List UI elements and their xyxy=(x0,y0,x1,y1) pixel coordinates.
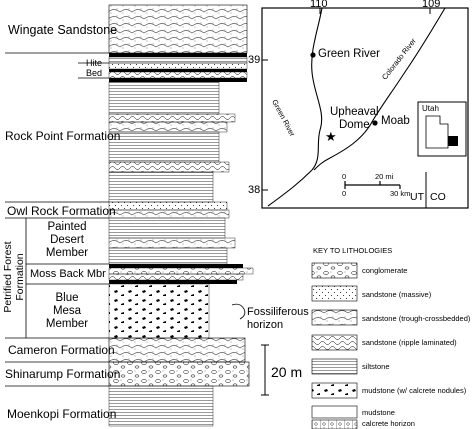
label-petrified-forest: Petrified Forest Formation xyxy=(2,241,26,313)
lon-label-109: 109 xyxy=(422,0,441,10)
scale-mi-20: 20 mi xyxy=(375,172,394,181)
lat-label-38: 38 xyxy=(248,184,261,196)
label-upheaval-dome: Upheaval Dome xyxy=(330,106,379,131)
key-item-label: conglomerate xyxy=(362,266,408,275)
key-item-label: sandstone (trough-crossbedded) xyxy=(362,314,471,323)
key-item-label: sandstone (massive) xyxy=(362,290,432,299)
label-hite-bed: Hite Bed xyxy=(85,58,102,78)
map-ticks xyxy=(262,8,431,191)
scale-bar-20m xyxy=(261,344,269,396)
label-moss-back: Moss Back Mbr xyxy=(30,268,106,280)
label-scale-20m: 20 m xyxy=(271,364,303,380)
label-rock-point: Rock Point Formation xyxy=(5,129,121,143)
label-utah-inset: Utah xyxy=(422,104,439,113)
label-green-river-town: Green River xyxy=(318,48,380,60)
label-painted-desert: Painted Desert Member xyxy=(45,221,89,259)
map-scale-bar xyxy=(344,181,401,189)
label-wingate: Wingate Sandstone xyxy=(8,23,118,37)
key-title: KEY TO LITHOLOGIES xyxy=(313,246,393,255)
scale-km-30: 30 km xyxy=(390,189,411,198)
label-shinarump: Shinarump Formation xyxy=(5,367,121,381)
lon-label-110: 110 xyxy=(310,0,328,10)
key-item-label: mudstone (w/ calcrete nodules) xyxy=(362,386,467,395)
moab-dot xyxy=(372,120,378,126)
key-item-label: sandstone (ripple laminated) xyxy=(362,338,457,347)
utah-inset xyxy=(417,101,467,157)
label-moenkopi: Moenkopi Formation xyxy=(7,407,117,421)
label-ut: UT xyxy=(410,191,424,203)
strat-column xyxy=(108,4,254,427)
fossil-bracket xyxy=(231,303,246,320)
label-co: CO xyxy=(430,191,446,203)
label-blue-mesa: Blue Mesa Member xyxy=(45,292,89,330)
label-moab: Moab xyxy=(381,115,410,127)
key-item-label: calcrete horizon xyxy=(362,419,415,428)
scale-km-0: 0 xyxy=(342,189,347,198)
label-fossiliferous-horizon: Fossiliferous horizon xyxy=(247,306,309,331)
key-swatches xyxy=(311,262,358,429)
label-owl-rock: Owl Rock Formation xyxy=(7,204,116,218)
colorado-river-line xyxy=(313,7,446,171)
map-frame xyxy=(261,7,469,209)
key-item-label: siltstone xyxy=(362,362,390,371)
scale-mi-0: 0 xyxy=(342,172,347,181)
key-item-label: mudstone xyxy=(362,408,395,417)
upheaval-dome-star: ★ xyxy=(325,130,337,145)
green-river-line xyxy=(267,7,323,207)
green-river-town-dot xyxy=(310,52,316,58)
label-cameron: Cameron Formation xyxy=(8,343,115,357)
lat-label-39: 39 xyxy=(248,54,261,66)
formation-boundaries xyxy=(5,52,109,387)
